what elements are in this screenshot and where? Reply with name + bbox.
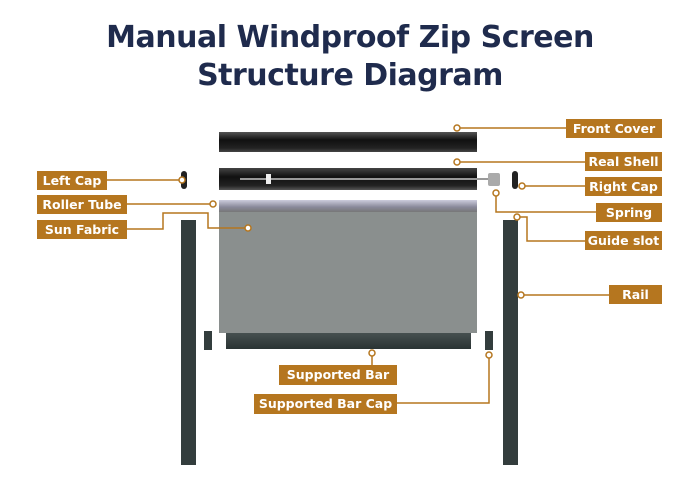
label-guide-slot: Guide slot — [585, 231, 662, 250]
label-supported-bar: Supported Bar — [279, 365, 397, 385]
front-cover — [219, 132, 477, 152]
shell-axle — [240, 178, 500, 180]
title-line-1: Manual Windproof Zip Screen — [106, 20, 594, 55]
left-bar-cap — [204, 331, 212, 350]
label-roller-tube: Roller Tube — [37, 195, 127, 214]
label-sun-fabric: Sun Fabric — [37, 220, 127, 239]
label-real-shell: Real Shell — [585, 152, 662, 171]
right-cap-part — [512, 171, 518, 189]
label-front-cover: Front Cover — [566, 119, 662, 138]
spring-part — [488, 173, 500, 186]
title-line-2: Structure Diagram — [197, 58, 503, 93]
shell-slider — [266, 174, 271, 184]
roller-tube-part — [219, 200, 477, 212]
label-supported-bar-cap: Supported Bar Cap — [254, 394, 397, 414]
right-rail — [503, 220, 518, 465]
label-right-cap: Right Cap — [585, 177, 662, 196]
left-rail — [181, 220, 196, 465]
label-spring: Spring — [596, 203, 662, 222]
right-bar-cap — [485, 331, 493, 350]
sun-fabric-part — [219, 200, 477, 333]
supported-bar-part — [226, 333, 471, 349]
label-left-cap: Left Cap — [37, 171, 107, 190]
label-rail: Rail — [609, 285, 662, 304]
